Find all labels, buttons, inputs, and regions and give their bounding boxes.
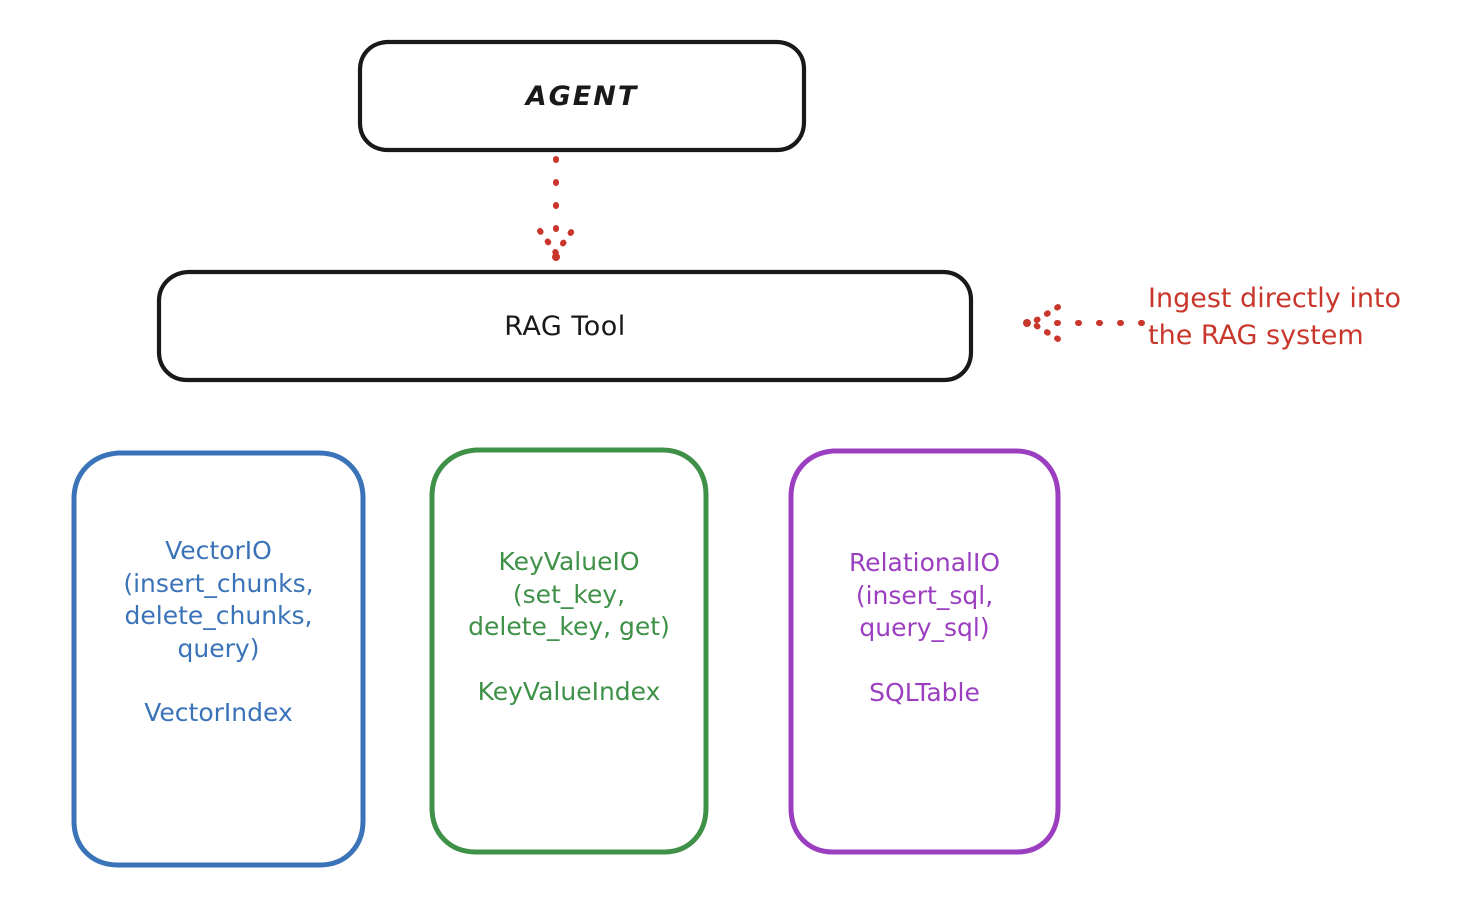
node-agent[interactable]: AGENT [357,39,807,153]
edge-ingest-to-rag-tool [1018,298,1150,348]
vector-io-api: VectorIO (insert_chunks, delete_chunks, … [123,536,314,663]
node-relational-io[interactable]: RelationalIO (insert_sql, query_sql) SQL… [787,447,1062,856]
annotation-ingest-note: Ingest directly into the RAG system [1148,283,1402,352]
node-agent-label: AGENT [525,80,639,112]
vector-io-text: VectorIO (insert_chunks, delete_chunks, … [70,535,367,730]
relational-io-api: RelationalIO (insert_sql, query_sql) [848,548,1001,642]
keyvalue-io-index: KeyValueIndex [477,676,661,706]
node-rag-tool-label: RAG Tool [504,310,626,342]
keyvalue-io-text: KeyValueIO (set_key, delete_key, get) Ke… [428,546,710,708]
node-keyvalue-io[interactable]: KeyValueIO (set_key, delete_key, get) Ke… [428,446,710,856]
node-vector-io[interactable]: VectorIO (insert_chunks, delete_chunks, … [70,449,367,869]
relational-io-text: RelationalIO (insert_sql, query_sql) SQL… [787,547,1062,709]
vector-io-index: VectorIndex [144,698,293,727]
keyvalue-io-api: KeyValueIO (set_key, delete_key, get) [468,547,670,641]
node-rag-tool[interactable]: RAG Tool [156,269,974,383]
edge-agent-to-rag-tool [516,153,596,273]
relational-io-index: SQLTable [869,677,980,707]
